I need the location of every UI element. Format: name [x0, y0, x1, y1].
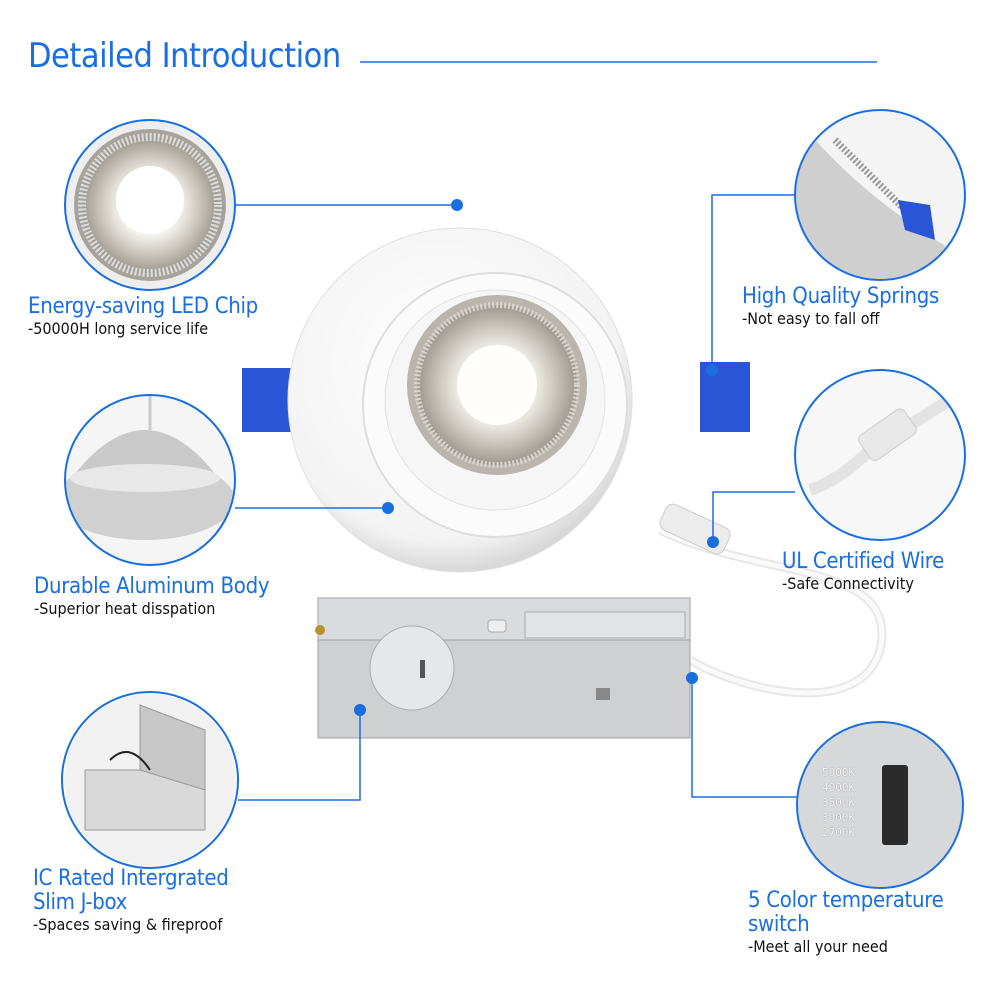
- feature-heading-2: Slim J-box: [33, 890, 128, 915]
- feature-heading-2: switch: [748, 912, 810, 937]
- aluminum-body-closeup: [64, 394, 236, 566]
- feature-body: Durable Aluminum Body -Superior heat dis…: [34, 574, 270, 619]
- feature-switch: 5 Color temperature switch -Meet all you…: [748, 888, 944, 957]
- feature-sub: -Meet all your need: [748, 937, 888, 956]
- page-title: Detailed Introduction: [28, 36, 341, 76]
- color-temp-option: 3500K: [822, 796, 856, 809]
- junction-box: [315, 597, 691, 739]
- leader-dots: [354, 199, 719, 716]
- feature-sub: -Safe Connectivity: [782, 574, 914, 593]
- feature-heading: UL Certified Wire: [782, 549, 945, 574]
- feature-sub: -Not easy to fall off: [742, 309, 880, 328]
- switch-closeup: [796, 721, 964, 889]
- feature-wire: UL Certified Wire -Safe Connectivity: [782, 549, 945, 594]
- feature-heading: Energy-saving LED Chip: [28, 294, 258, 319]
- color-temp-option: 3000K: [822, 811, 856, 824]
- feature-sub: -50000H long service life: [28, 319, 209, 338]
- color-temp-option: 5000K: [822, 766, 856, 779]
- feature-sub: -Superior heat disspation: [34, 599, 216, 618]
- feature-sub: -Spaces saving & fireproof: [33, 915, 223, 934]
- downlight-product: [242, 227, 887, 739]
- led-chip-closeup: [64, 119, 236, 291]
- feature-heading: High Quality Springs: [742, 284, 939, 309]
- feature-heading: 5 Color temperature: [748, 888, 944, 913]
- feature-jbox: IC Rated Intergrated Slim J-box -Spaces …: [33, 866, 229, 935]
- color-temp-option: 2700K: [822, 826, 856, 839]
- springs-closeup: [794, 109, 966, 281]
- leader-lines: [235, 194, 798, 801]
- feature-springs: High Quality Springs -Not easy to fall o…: [742, 284, 939, 329]
- wire-closeup: [794, 369, 966, 541]
- spring-tab-left: [242, 368, 292, 432]
- color-temp-options: 5000K 4000K 3500K 3000K 2700K: [822, 765, 855, 840]
- feature-led-chip: Energy-saving LED Chip -50000H long serv…: [28, 294, 258, 339]
- feature-heading: Durable Aluminum Body: [34, 574, 270, 599]
- jbox-closeup: [61, 691, 239, 869]
- feature-heading: IC Rated Intergrated: [33, 866, 229, 891]
- color-temp-option: 4000K: [822, 781, 856, 794]
